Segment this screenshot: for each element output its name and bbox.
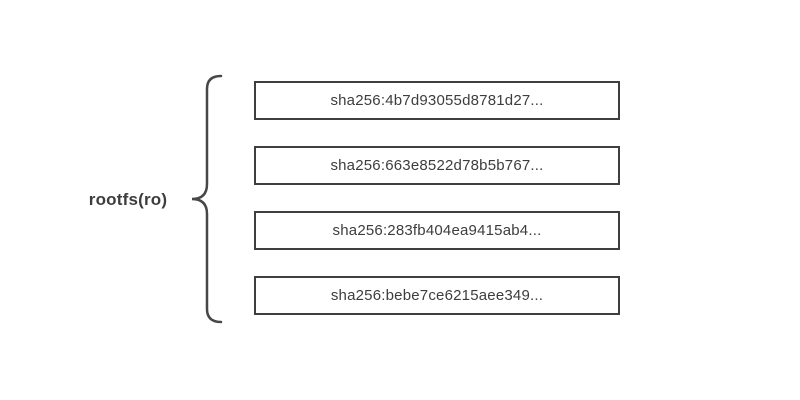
layer-digest-text: sha256:663e8522d78b5b767... [330,157,544,174]
layer-digest-box: sha256:283fb404ea9415ab4... [254,211,620,250]
rootfs-label: rootfs(ro) [88,190,168,209]
layer-digest-text: sha256:4b7d93055d8781d27... [330,92,544,109]
layer-digest-box: sha256:4b7d93055d8781d27... [254,81,620,120]
layer-digest-text: sha256:bebe7ce6215aee349... [330,287,544,304]
layer-digest-box: sha256:bebe7ce6215aee349... [254,276,620,315]
layer-digest-box: sha256:663e8522d78b5b767... [254,146,620,185]
curly-brace-icon [191,74,223,324]
layer-digest-text: sha256:283fb404ea9415ab4... [332,222,542,239]
